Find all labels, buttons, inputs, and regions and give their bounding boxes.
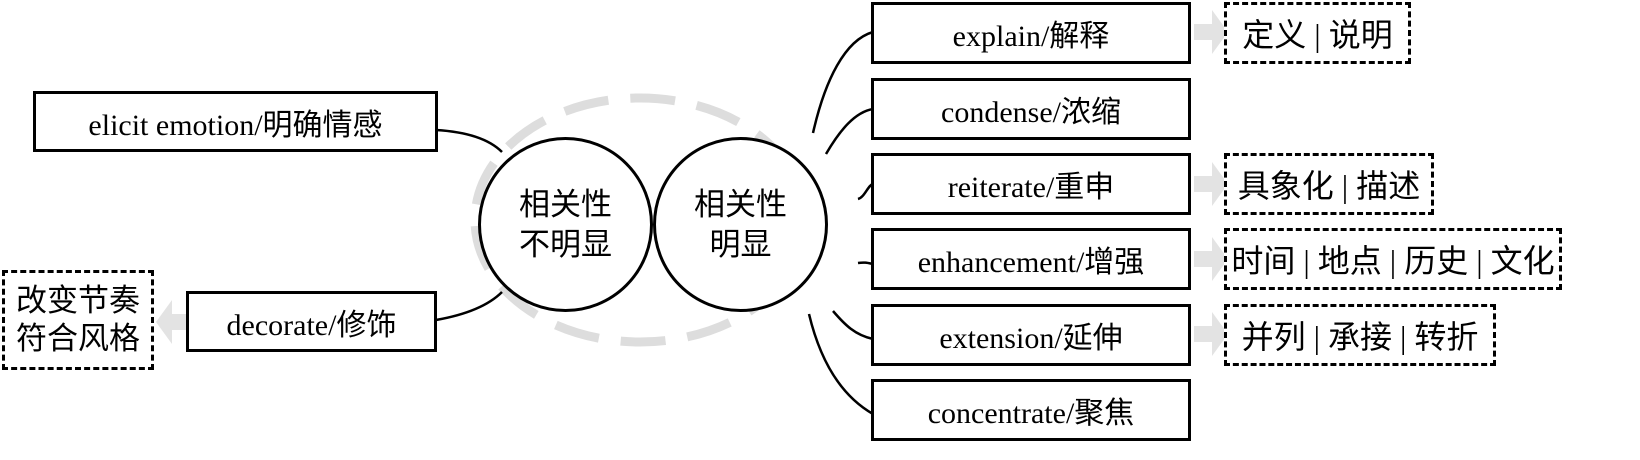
outcome-box-explain: 定义 | 说明 <box>1224 2 1411 64</box>
connector-elicit-emotion <box>435 128 503 153</box>
connector-concentrate <box>807 313 874 416</box>
outcome-box-extension: 并列 | 承接 | 转折 <box>1224 304 1496 366</box>
node-strong-line2: 明显 <box>709 226 772 262</box>
arrow-decorate <box>156 300 188 344</box>
node-weak-line2: 不明显 <box>519 226 612 262</box>
node-weak-line1: 相关性 <box>519 186 612 222</box>
function-box-explain: explain/解释 <box>871 2 1191 64</box>
function-box-reiterate: reiterate/重申 <box>871 153 1191 215</box>
outcome-box-decorate: 改变节奏 符合风格 <box>2 270 154 370</box>
function-box-elicit-emotion: elicit emotion/明确情感 <box>33 91 438 152</box>
outcome-box-enhancement: 时间 | 地点 | 历史 | 文化 <box>1224 228 1562 290</box>
outcome-box-reiterate: 具象化 | 描述 <box>1224 153 1434 215</box>
connector-explain <box>811 30 874 134</box>
function-box-concentrate: concentrate/聚焦 <box>871 379 1191 441</box>
node-relevance-weak: 相关性 不明显 <box>478 137 653 312</box>
connector-decorate <box>435 291 503 322</box>
arrow-reiterate <box>1194 162 1228 206</box>
function-box-enhancement: enhancement/增强 <box>871 228 1191 290</box>
connector-condense <box>824 107 874 155</box>
node-relevance-strong: 相关性 明显 <box>653 137 828 312</box>
connector-extension <box>832 310 874 341</box>
outcome-decorate-line1: 改变节奏 <box>16 283 140 318</box>
function-box-decorate: decorate/修饰 <box>186 291 437 352</box>
node-strong-line1: 相关性 <box>694 186 787 222</box>
outcome-decorate-line2: 符合风格 <box>16 321 140 356</box>
function-box-condense: condense/浓缩 <box>871 78 1191 140</box>
arrow-enhancement <box>1194 237 1228 281</box>
arrow-extension <box>1194 312 1228 356</box>
arrow-explain <box>1194 10 1228 54</box>
function-box-extension: extension/延伸 <box>871 304 1191 366</box>
